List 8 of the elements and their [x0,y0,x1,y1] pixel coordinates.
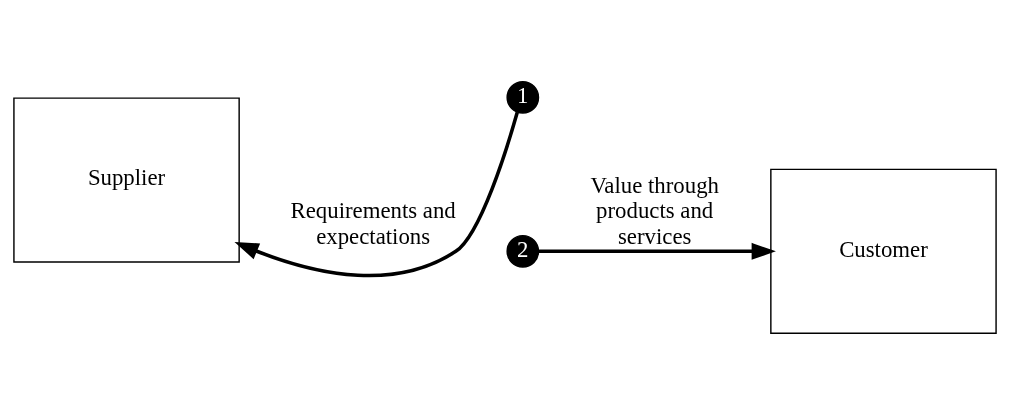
node-circle: 1 [506,81,540,114]
node-box: Supplier [13,97,240,263]
arrow [234,111,519,278]
edge-label: Requirements and expectations [290,198,456,249]
edge-label: Value through products and services [590,172,719,249]
arrow [538,242,776,260]
node-circle: 2 [506,234,540,268]
node-box: Customer [770,168,997,334]
